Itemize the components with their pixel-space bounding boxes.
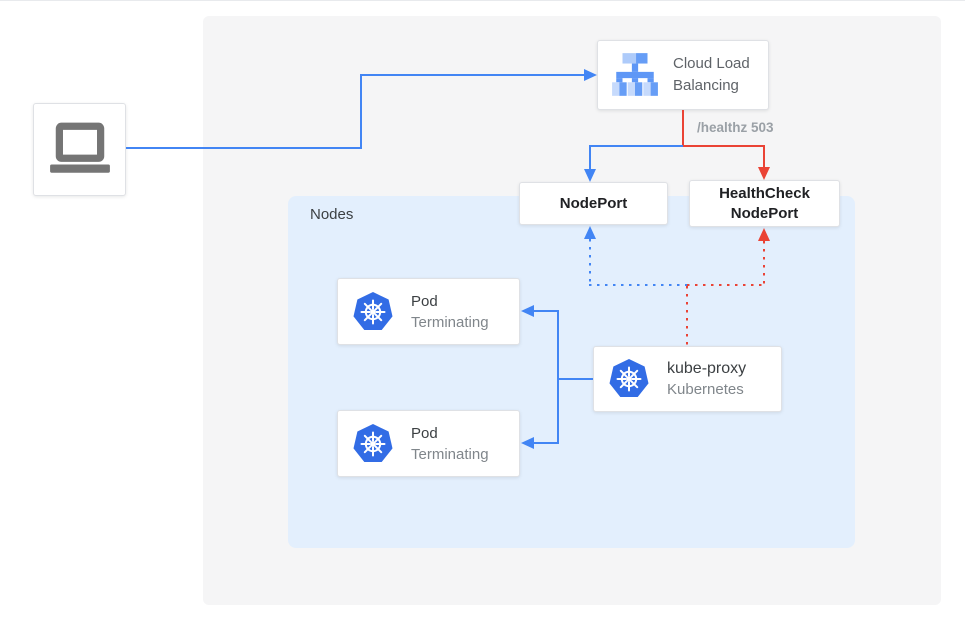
cloud-load-balancing-icon	[610, 52, 660, 98]
edge-kube-proxy-up	[686, 286, 688, 346]
healthcheck-nodeport-label: HealthCheck NodePort	[719, 184, 810, 222]
cloud-load-balancing-node: Cloud Load Balancing	[597, 40, 769, 110]
edge-clb-down	[682, 110, 684, 146]
edge-client-to-clb	[360, 74, 584, 76]
arrowhead-into-healthcheck	[758, 167, 770, 180]
edge-to-pod-2	[534, 442, 558, 444]
edge-clb-to-healthcheck	[763, 145, 765, 167]
kube-proxy-node: kube-proxy Kubernetes	[593, 346, 782, 412]
arrowhead-into-pod-2	[521, 437, 534, 449]
pod-node-1: Pod Terminating	[337, 278, 520, 345]
nodeport-label: NodePort	[559, 194, 628, 212]
pod-title: Pod	[411, 424, 438, 442]
edge-clb-to-healthcheck	[683, 145, 765, 147]
kubernetes-icon	[351, 422, 395, 466]
kube-proxy-subtitle: Kubernetes	[667, 381, 744, 398]
cloud-load-balancing-label: Cloud Load Balancing	[673, 55, 750, 94]
arrowhead-into-pod-1	[521, 305, 534, 317]
kube-proxy-title: kube-proxy	[667, 360, 747, 377]
kubernetes-icon	[607, 357, 651, 401]
edge-kube-proxy-to-healthcheck	[763, 241, 765, 285]
client-node	[33, 103, 126, 196]
edge-client-to-clb	[126, 147, 362, 149]
nodeport-node: NodePort	[519, 182, 668, 225]
laptop-icon	[47, 122, 113, 178]
pod-status: Terminating	[411, 445, 489, 463]
top-divider	[0, 0, 965, 1]
arrowhead-into-nodeport	[584, 169, 596, 182]
kubernetes-icon	[351, 290, 395, 334]
nodes-panel-label: Nodes	[310, 206, 354, 223]
pod-title: Pod	[411, 292, 438, 310]
edge-kube-proxy-to-nodeport	[589, 239, 591, 285]
edge-client-to-clb	[360, 74, 362, 149]
pod-node-2: Pod Terminating	[337, 410, 520, 477]
edge-to-pod-1	[534, 310, 558, 312]
healthz-503-label: /healthz 503	[697, 120, 774, 135]
arrowhead-into-healthcheck-bottom	[758, 228, 770, 241]
pod-status: Terminating	[411, 313, 489, 331]
edge-clb-to-nodeport	[589, 145, 683, 147]
arrowhead-into-clb	[584, 69, 597, 81]
edge-kube-proxy-to-pods	[558, 378, 593, 380]
edge-kube-proxy-to-nodeport	[589, 284, 687, 286]
edge-kube-proxy-to-healthcheck	[687, 284, 765, 286]
arrowhead-into-nodeport-bottom	[584, 226, 596, 239]
edge-kube-proxy-to-pods	[557, 310, 559, 444]
edge-clb-to-nodeport	[589, 145, 591, 169]
healthcheck-nodeport-node: HealthCheck NodePort	[689, 180, 840, 227]
